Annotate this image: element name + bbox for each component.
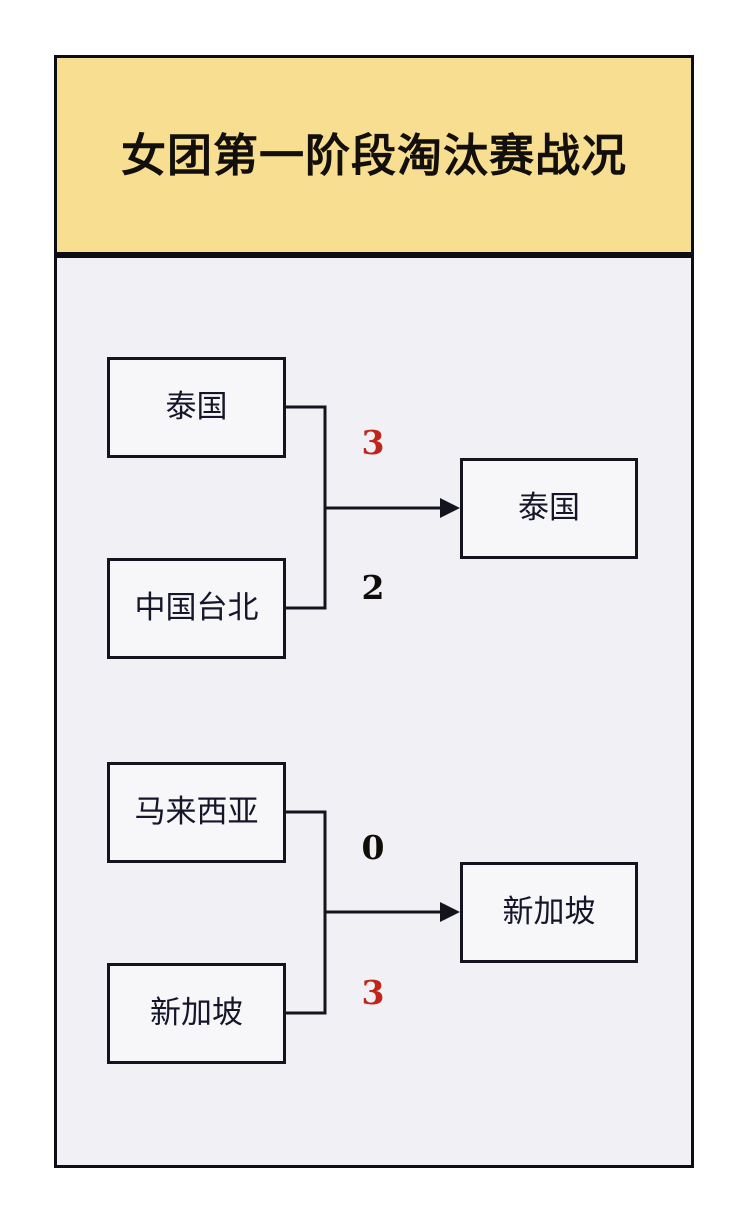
team-box-upper-top[interactable]: 泰国 [107,357,286,458]
arrowhead-upper [440,498,460,518]
team-name: 新加坡 [502,894,596,930]
team-box-lower-top[interactable]: 马来西亚 [107,762,286,863]
team-box-upper-winner[interactable]: 泰国 [460,458,638,559]
team-name: 中国台北 [134,590,259,626]
team-name: 泰国 [518,490,580,526]
score-lower-bottom: 3 [361,973,385,1012]
score-lower-top: 0 [361,828,385,867]
bracket-panel: 泰国 中国台北 泰国 3 2 马来西亚 新加坡 新加坡 0 3 [54,255,694,1168]
team-name: 马来西亚 [134,794,259,830]
team-name: 泰国 [165,389,228,425]
score-upper-bottom: 2 [361,568,385,607]
team-box-lower-winner[interactable]: 新加坡 [460,862,638,963]
team-box-lower-bottom[interactable]: 新加坡 [107,963,286,1064]
page-title: 女团第一阶段淘汰赛战况 [120,128,627,182]
team-name: 新加坡 [150,995,243,1031]
score-upper-top: 3 [361,423,385,462]
arrowhead-lower [440,902,460,922]
title-header: 女团第一阶段淘汰赛战况 [54,55,694,255]
team-box-upper-bottom[interactable]: 中国台北 [107,558,286,659]
bracket-card: 女团第一阶段淘汰赛战况 泰国 中国台北 [54,55,694,1168]
